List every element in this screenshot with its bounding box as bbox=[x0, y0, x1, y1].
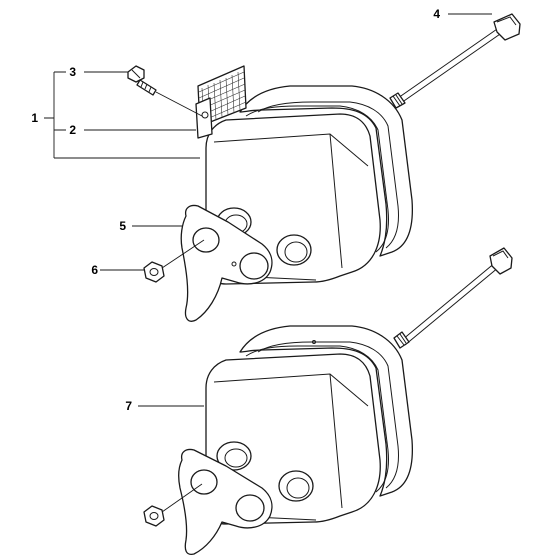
callout-7: 7 bbox=[125, 399, 204, 413]
callout-label-6: 6 bbox=[91, 263, 98, 277]
callout-label-4: 4 bbox=[433, 7, 440, 21]
bolt-upper bbox=[389, 13, 521, 109]
callout-3: 3 bbox=[69, 65, 128, 79]
screw bbox=[127, 65, 203, 117]
callout-label-1: 1 bbox=[31, 111, 38, 125]
callout-4: 4 bbox=[433, 7, 492, 21]
bolt-lower bbox=[393, 247, 513, 349]
spark-arrestor-screen bbox=[195, 65, 247, 139]
nut-lower bbox=[143, 483, 203, 527]
callout-5: 5 bbox=[119, 219, 182, 233]
callout-label-5: 5 bbox=[119, 219, 126, 233]
callout-6: 6 bbox=[91, 263, 144, 277]
gasket-lower bbox=[178, 448, 273, 556]
callout-2: 2 bbox=[69, 123, 196, 137]
gasket-upper bbox=[180, 204, 273, 322]
callout-1: 1 bbox=[31, 71, 200, 159]
callout-label-7: 7 bbox=[125, 399, 132, 413]
nut-upper bbox=[143, 239, 205, 283]
callout-label-3: 3 bbox=[69, 65, 76, 79]
callout-label-2: 2 bbox=[69, 123, 76, 137]
